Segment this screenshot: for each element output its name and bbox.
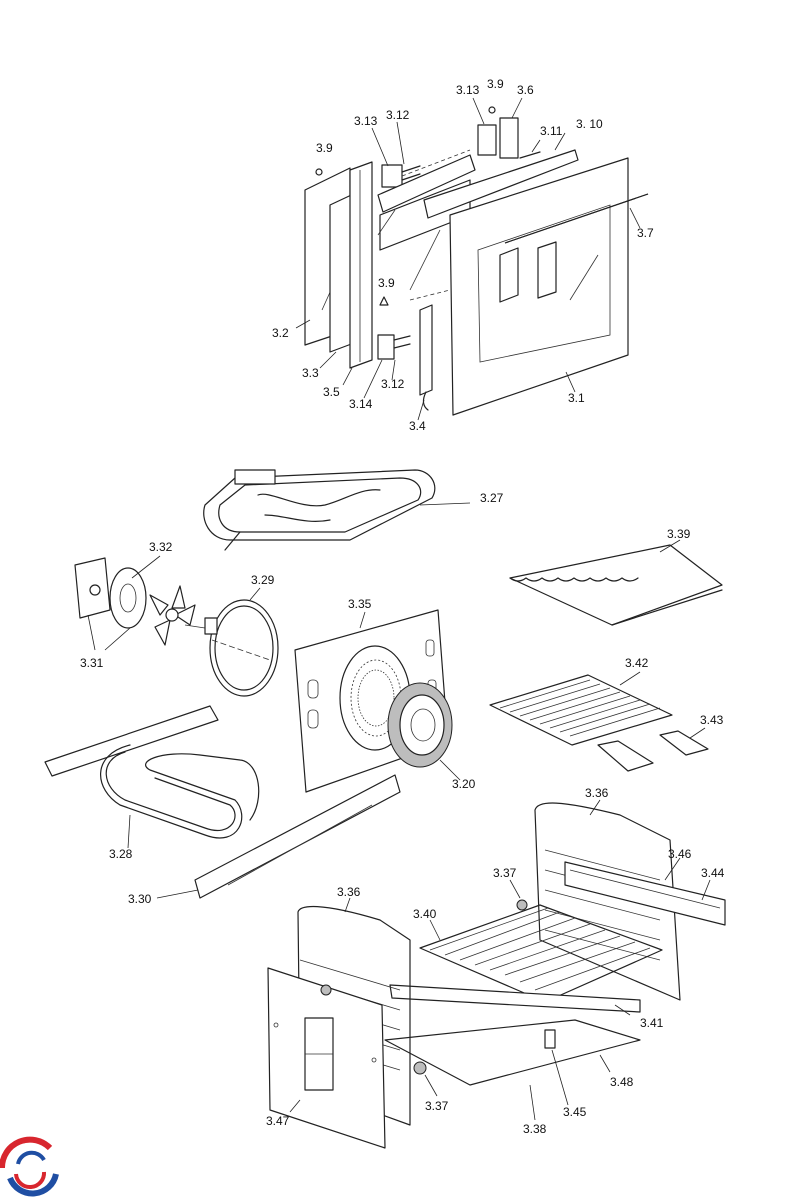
label-3-44: 3.44 — [701, 866, 725, 880]
label-3-10: 3. 10 — [576, 117, 603, 131]
shelf-group — [267, 544, 726, 1149]
label-3-35: 3.35 — [348, 597, 372, 611]
label-3-1: 3.1 — [568, 391, 585, 405]
part-3-13-upper-right-block — [477, 124, 497, 156]
label-3-36-right: 3.36 — [585, 786, 609, 800]
label-3-39: 3.39 — [667, 527, 691, 541]
part-3-31-fan-motor — [74, 557, 206, 646]
part-3-38-drip-tray — [384, 1019, 641, 1086]
door-leader-lines — [295, 97, 641, 421]
label-3-37-top: 3.37 — [493, 866, 517, 880]
label-3-4: 3.4 — [409, 419, 426, 433]
part-3-32-fan-plate — [109, 567, 147, 629]
label-3-43: 3.43 — [700, 713, 724, 727]
part-3-44-rail — [564, 861, 726, 926]
label-3-9-mid: 3.9 — [378, 276, 395, 290]
label-3-13-left: 3.13 — [354, 114, 378, 128]
label-3-20: 3.20 — [452, 777, 476, 791]
label-3-45: 3.45 — [563, 1105, 587, 1119]
label-3-9-top: 3.9 — [487, 77, 504, 91]
part-3-9-screw-b — [488, 106, 496, 114]
label-3-12-top: 3.12 — [386, 108, 410, 122]
part-3-4-hinge — [419, 304, 433, 396]
part-3-11-top-profile — [423, 149, 579, 219]
label-3-11: 3.11 — [540, 124, 563, 138]
label-3-6: 3.6 — [517, 83, 534, 97]
door-assembly — [304, 106, 649, 416]
label-3-27: 3.27 — [480, 491, 504, 505]
part-3-42-wire-rack — [489, 674, 673, 746]
label-3-31: 3.31 — [80, 656, 104, 670]
part-3-13-upper-left-block — [381, 164, 403, 188]
part-3-37-bolt-b — [413, 1061, 427, 1075]
label-3-9-left: 3.9 — [316, 141, 333, 155]
label-3-42: 3.42 — [625, 656, 649, 670]
part-3-9-screw-c — [379, 296, 389, 306]
label-3-30: 3.30 — [128, 892, 152, 906]
label-3-5: 3.5 — [323, 385, 340, 399]
part-3-37-bolt-a — [516, 899, 528, 911]
label-3-41: 3.41 — [640, 1016, 664, 1030]
part-3-27-grill-element — [203, 469, 436, 551]
part-3-41-telescopic-runner — [389, 984, 641, 1013]
lower-leader-lines — [87, 502, 711, 1121]
part-3-6-hinge-bracket — [499, 117, 519, 159]
part-3-29-circular-element — [204, 599, 279, 697]
part-3-40-oven-shelf — [419, 904, 663, 1003]
label-3-36-left: 3.36 — [337, 885, 361, 899]
part-3-20-fan-cover — [387, 682, 453, 768]
grill-and-fan-group — [44, 469, 453, 899]
part-labels: 3.13 3.12 3.13 3.9 3.6 3.11 3. 10 3.9 3.… — [80, 77, 725, 1136]
part-3-5-side-profile — [349, 161, 373, 369]
label-3-47: 3.47 — [266, 1114, 290, 1128]
part-3-14-lower-hinge-block — [377, 334, 395, 360]
label-3-37-bottom: 3.37 — [425, 1099, 449, 1113]
part-3-28-bottom-element — [44, 705, 260, 839]
brand-swirl-logo-icon — [0, 1136, 59, 1197]
label-3-38: 3.38 — [523, 1122, 547, 1136]
label-3-29: 3.29 — [251, 573, 275, 587]
label-3-46: 3.46 — [668, 847, 692, 861]
label-3-13-right: 3.13 — [456, 83, 480, 97]
label-3-12-bottom: 3.12 — [381, 377, 405, 391]
part-3-43-rack-clips — [597, 730, 709, 772]
part-3-30-mounting-bracket — [194, 774, 401, 899]
label-3-2: 3.2 — [272, 326, 289, 340]
part-3-39-baking-tray — [509, 544, 723, 626]
label-3-48: 3.48 — [610, 1075, 634, 1089]
label-3-14: 3.14 — [349, 397, 373, 411]
label-3-40: 3.40 — [413, 907, 437, 921]
label-3-3: 3.3 — [302, 366, 319, 380]
label-3-28: 3.28 — [109, 847, 133, 861]
part-3-45-stop — [544, 1029, 556, 1049]
part-3-9-screw-a — [315, 168, 323, 176]
label-3-7: 3.7 — [637, 226, 654, 240]
label-3-32: 3.32 — [149, 540, 173, 554]
